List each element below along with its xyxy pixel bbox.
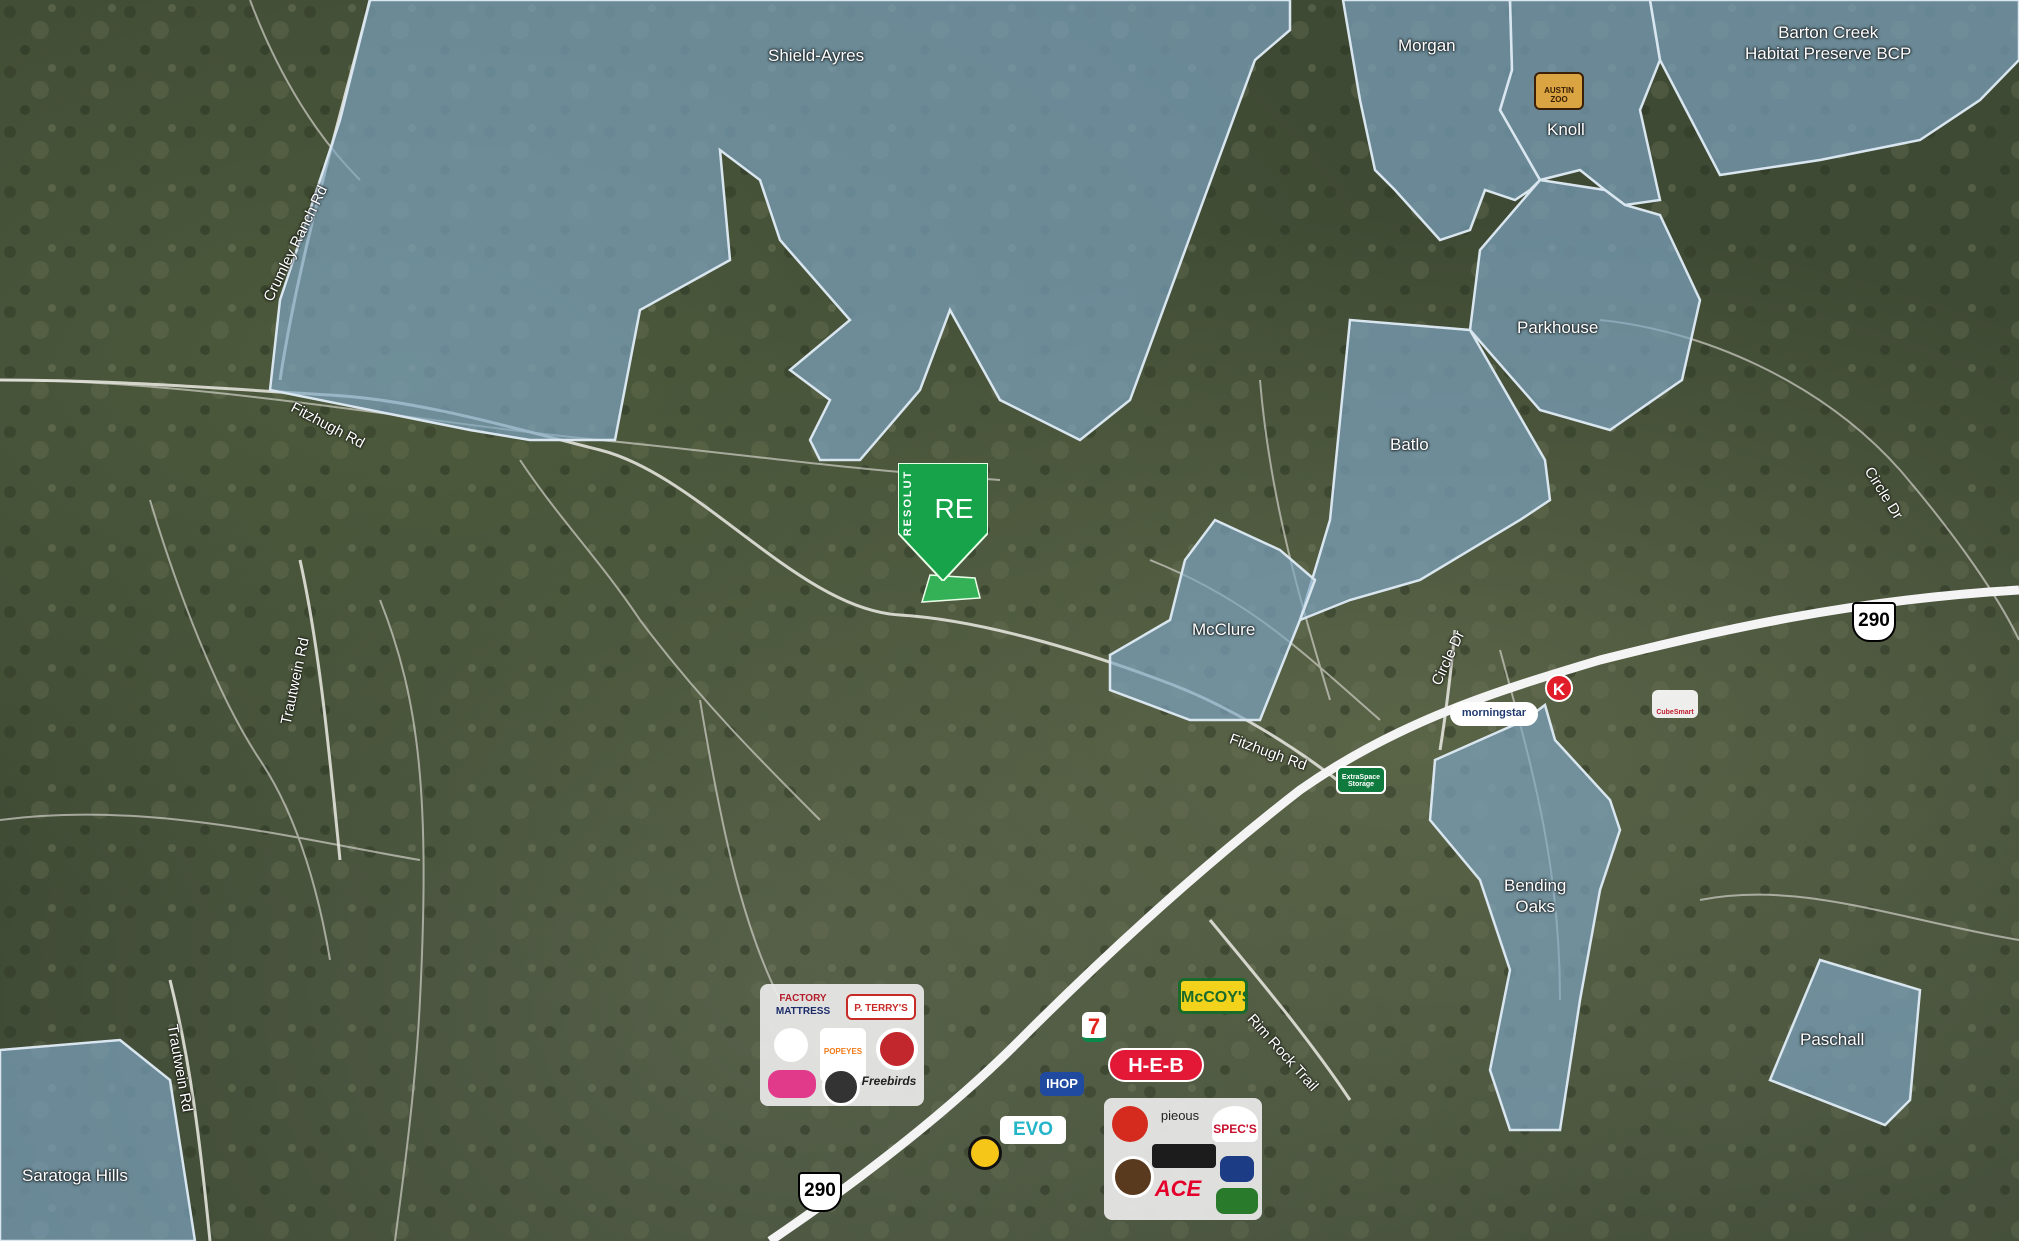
us290-shield-south: 290	[798, 1172, 842, 1212]
hteao-logo[interactable]	[774, 1028, 808, 1062]
pin-brand: RESOLUT	[902, 469, 914, 537]
label-morgan: Morgan	[1398, 36, 1456, 55]
morningstar-logo[interactable]: morningstar	[1450, 702, 1538, 726]
parcel-saratoga-hills[interactable]	[0, 1038, 197, 1241]
specs-logo[interactable]: SPEC'S	[1212, 1106, 1258, 1142]
retail-panel-east: pieous SPEC'S ACE	[1104, 1098, 1262, 1220]
terrys-logo[interactable]: P. TERRY'S	[846, 994, 916, 1020]
label-parkhouse: Parkhouse	[1517, 318, 1599, 337]
cubesmart-logo[interactable]: CubeSmart	[1652, 690, 1698, 718]
label-mcclure: McClure	[1192, 620, 1256, 639]
schlotzskys-logo[interactable]	[1112, 1156, 1154, 1198]
freebirds-logo[interactable]: Freebirds	[861, 1074, 917, 1088]
circle-k-logo[interactable]: K	[1545, 674, 1573, 702]
pieous-logo[interactable]: pieous	[1160, 1108, 1200, 1123]
parcel-shield-ayres[interactable]	[268, 0, 1292, 462]
austin-zoo-logo[interactable]: AUSTIN ZOO	[1534, 72, 1584, 110]
factory-mattress-line1: FACTORY	[779, 993, 827, 1004]
torchys-logo[interactable]	[1152, 1144, 1216, 1168]
label-shield-ayres: Shield-Ayres	[768, 46, 865, 65]
retail-panel-west: FACTORY MATTRESS P. TERRY'S POPEYES Free…	[760, 984, 924, 1106]
ace-logo[interactable]: ACE	[1154, 1176, 1202, 1201]
evo-logo[interactable]: EVO	[1000, 1116, 1066, 1144]
gold-gym-logo[interactable]	[968, 1136, 1002, 1170]
factory-mattress-logo[interactable]: FACTORY MATTRESS	[768, 992, 838, 1022]
jersey-mikes-logo[interactable]	[1220, 1156, 1254, 1182]
label-bending-oaks: Bending Oaks	[1504, 876, 1567, 917]
label-barton-creek: Barton Creek Habitat Preserve BCP	[1745, 23, 1912, 64]
label-knoll: Knoll	[1547, 120, 1585, 139]
parcel-parkhouse[interactable]	[1468, 178, 1702, 432]
site-pin[interactable]: RESOLUT RE	[898, 463, 988, 581]
pin-mark: RE	[934, 493, 974, 524]
extra-space-logo[interactable]: ExtraSpace Storage	[1336, 766, 1386, 794]
pin-marker-icon	[898, 463, 988, 581]
seven-eleven-logo[interactable]: 7	[1082, 1012, 1106, 1042]
label-paschall: Paschall	[1800, 1030, 1865, 1049]
ihop-logo[interactable]: IHOP	[1040, 1072, 1084, 1096]
heb-logo[interactable]: H-E-B	[1108, 1048, 1204, 1082]
site-parcel[interactable]	[920, 574, 981, 603]
burger-logo[interactable]	[1112, 1106, 1148, 1142]
parcel-batlo[interactable]	[1298, 318, 1552, 623]
label-saratoga-hills: Saratoga Hills	[22, 1166, 128, 1185]
parcel-bending-oaks[interactable]	[1428, 702, 1622, 1132]
factory-mattress-line2: MATTRESS	[775, 1006, 831, 1017]
mccoys-logo[interactable]: McCOY'S	[1178, 978, 1248, 1014]
taco-logo[interactable]	[1216, 1188, 1258, 1214]
parcel-paschall[interactable]	[1768, 958, 1922, 1127]
bakery-logo[interactable]	[822, 1068, 860, 1106]
panda-logo[interactable]	[876, 1028, 918, 1070]
parcel-barton-creek[interactable]	[1648, 0, 2019, 177]
parcel-mcclure[interactable]	[1108, 518, 1317, 722]
highway-us290	[767, 585, 2019, 1241]
sweet-logo[interactable]	[768, 1070, 816, 1098]
label-batlo: Batlo	[1390, 435, 1429, 454]
us290-shield-east: 290	[1852, 602, 1896, 642]
